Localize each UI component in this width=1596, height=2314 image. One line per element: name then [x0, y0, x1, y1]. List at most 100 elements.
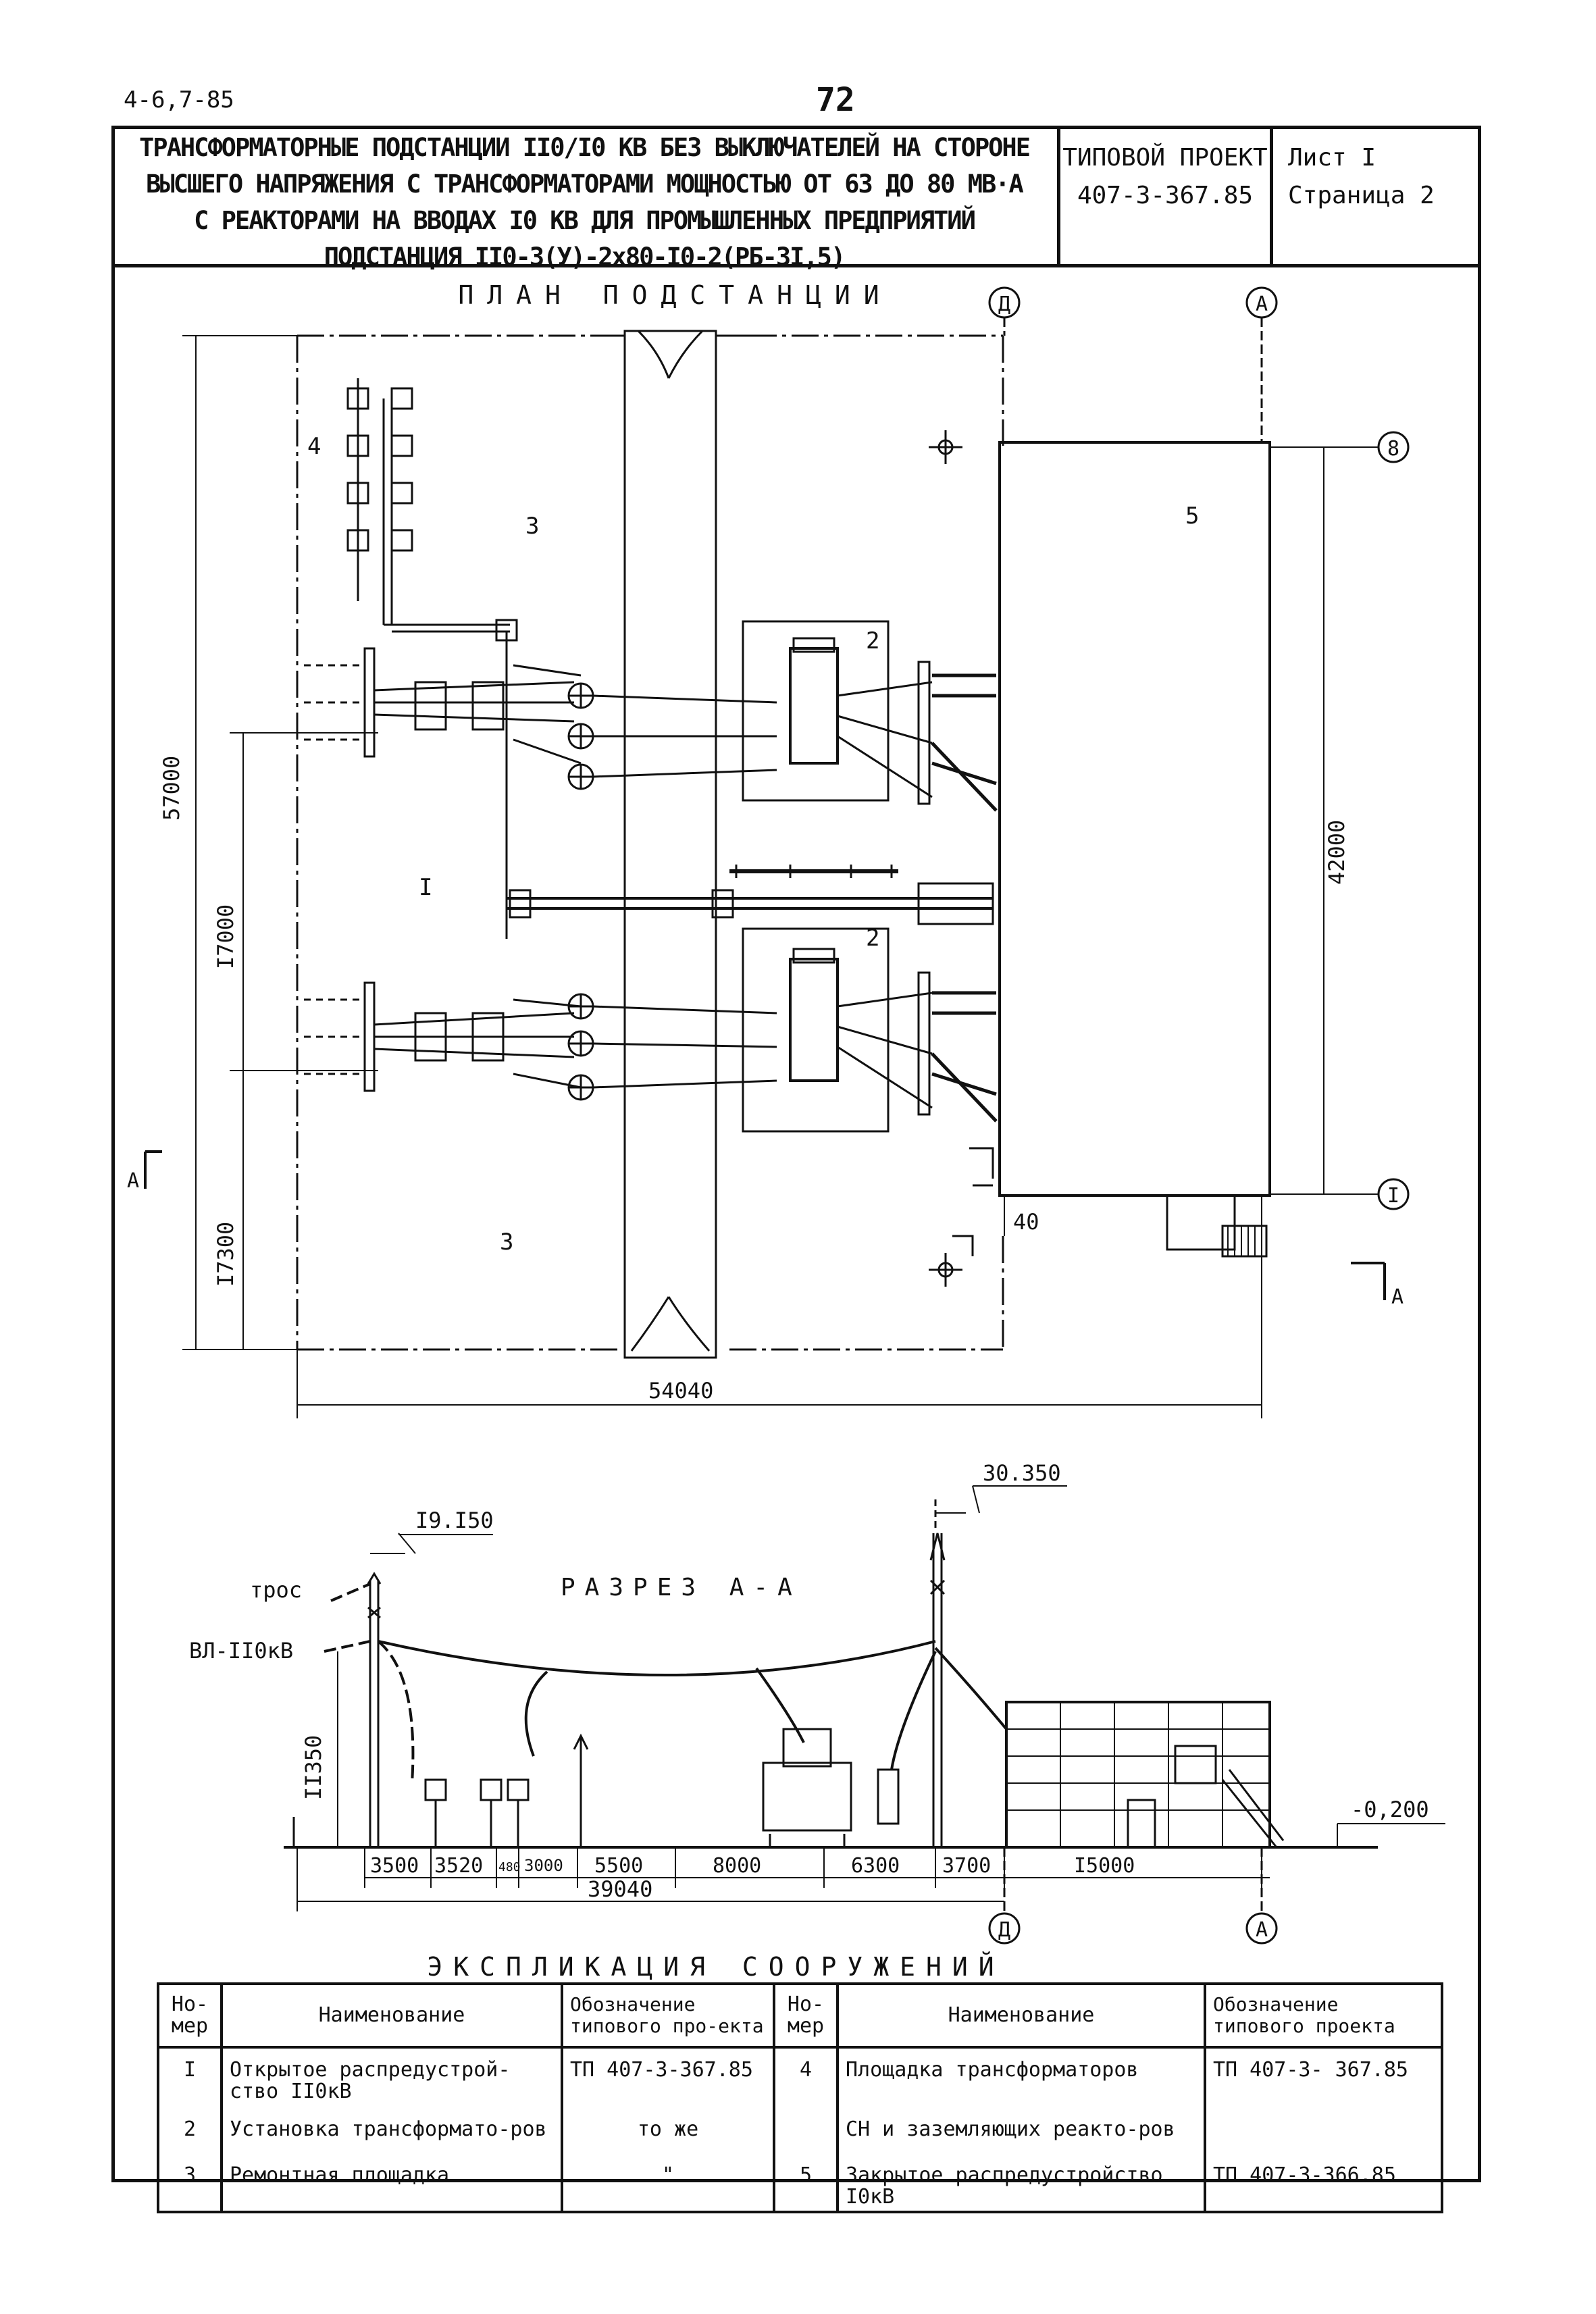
- span-5500: 5500: [594, 1854, 643, 1878]
- axis-D-section: Д: [998, 1918, 1010, 1942]
- row-project: [1204, 2116, 1443, 2162]
- axis-A-plan: А: [1256, 292, 1268, 316]
- zone-label-4: 4: [307, 433, 321, 460]
- dim-11350: II350: [301, 1735, 326, 1800]
- table-header-row: Но-мер Наименование Обозначение типового…: [157, 1982, 1443, 2049]
- bay-2: [304, 948, 998, 1123]
- dim-54040: 54040: [648, 1378, 713, 1404]
- header-name: Наименование: [220, 1982, 563, 2049]
- auxiliary-transformer-equipment: [346, 378, 518, 939]
- dim-42000: 42000: [1324, 820, 1349, 885]
- plan-fence: [296, 334, 1004, 1351]
- header-number-2: Но-мер: [773, 1982, 839, 2049]
- row-project: ": [561, 2162, 775, 2213]
- header-project: Обозначение типового про-екта: [561, 1982, 775, 2049]
- row-name: Площадка трансформаторов: [836, 2047, 1206, 2116]
- axis-A-section: А: [1256, 1918, 1268, 1942]
- span-15000: I5000: [1074, 1854, 1135, 1878]
- road: [608, 330, 750, 1359]
- span-8000: 8000: [713, 1854, 761, 1878]
- title-block: ТРАНСФОРМАТОРНЫЕ ПОДСТАНЦИИ II0/I0 КВ БЕ…: [111, 126, 1481, 272]
- title-text: ТРАНСФОРМАТОРНЫЕ ПОДСТАНЦИИ II0/I0 КВ БЕ…: [111, 130, 1057, 276]
- section-equipment: [292, 1728, 900, 1847]
- section-title: РАЗРЕЗ А-А: [561, 1574, 802, 1601]
- row-project: то же: [561, 2116, 775, 2162]
- axis-1-plan: I: [1387, 1184, 1399, 1208]
- elevation-19150: I9.I50: [415, 1508, 494, 1533]
- page-number: 72: [816, 81, 855, 119]
- label-vl110: ВЛ-II0кВ: [189, 1638, 293, 1664]
- plan-markers: [929, 430, 994, 1287]
- row-name: Ремонтная площадка: [220, 2162, 563, 2213]
- row-number: 4: [773, 2047, 839, 2116]
- plan-title: ПЛАН ПОДСТАНЦИИ: [458, 280, 892, 310]
- header-number: Но-мер: [157, 1982, 223, 2049]
- sheet-page: Страница 2: [1288, 182, 1435, 209]
- overhead-wires: [324, 1583, 1008, 1784]
- zone-label-5: 5: [1185, 503, 1199, 530]
- label-tros: трос: [250, 1577, 302, 1603]
- explication-table: Но-мер Наименование Обозначение типового…: [157, 1982, 1443, 2213]
- row-name: Установка трансформато-ров: [220, 2116, 563, 2162]
- zone-label-2a: 2: [866, 627, 879, 654]
- project-cell: ТИПОВОЙ ПРОЕКТ 407-3-367.85: [1057, 126, 1273, 264]
- row-number: 3: [157, 2162, 223, 2213]
- building-stairs: [1221, 1225, 1268, 1258]
- project-number: 407-3-367.85: [1077, 182, 1254, 209]
- span-3700: 3700: [942, 1854, 991, 1878]
- project-label: ТИПОВОЙ ПРОЕКТ: [1062, 144, 1268, 172]
- table-row: 3 Ремонтная площадка " 5 Закрытое распре…: [157, 2162, 1443, 2213]
- zone-label-3b: 3: [500, 1229, 513, 1256]
- switchgear-building-outline: [998, 441, 1271, 1197]
- title-line-3: С РЕАКТОРАМИ НА ВВОДАХ I0 КВ ДЛЯ ПРОМЫШЛ…: [194, 206, 976, 235]
- zone-label-1: I: [419, 874, 432, 901]
- section-mark-right: А: [1391, 1285, 1404, 1309]
- document-code: 4-6,7-85: [124, 86, 234, 113]
- row-project: ТП 407-3- 367.85: [1204, 2047, 1443, 2116]
- row-number: 2: [157, 2116, 223, 2162]
- explication-title: ЭКСПЛИКАЦИЯ СООРУЖЕНИЙ: [427, 1952, 1004, 1982]
- building-porch: [1166, 1194, 1236, 1251]
- dim-40: 40: [1013, 1209, 1039, 1235]
- axis-8-plan: 8: [1387, 437, 1399, 461]
- row-project: ТП 407-3-366.85: [1204, 2162, 1443, 2213]
- elevation-minus0200: -0,200: [1351, 1797, 1429, 1822]
- bay-1: [304, 637, 998, 812]
- section-mark-left: А: [127, 1169, 139, 1193]
- dim-17300: I7300: [213, 1222, 238, 1287]
- span-total-39040: 39040: [588, 1876, 652, 1902]
- section-building: [1005, 1701, 1285, 1849]
- row-number: I: [157, 2047, 223, 2116]
- dim-57000: 57000: [159, 756, 184, 821]
- row-name: Закрытое распредустройство I0кВ: [836, 2162, 1206, 2213]
- title-line-2: ВЫСШЕГО НАПРЯЖЕНИЯ С ТРАНСФОРМАТОРАМИ МО…: [146, 170, 1024, 199]
- title-line-1: ТРАНСФОРМАТОРНЫЕ ПОДСТАНЦИИ II0/I0 КВ БЕ…: [139, 133, 1031, 162]
- zone-label-3a: 3: [525, 513, 539, 540]
- zone-label-2b: 2: [866, 925, 879, 952]
- span-3520: 3520: [434, 1854, 483, 1878]
- plan-dimension-lines: [182, 335, 1378, 1418]
- row-name: Открытое распредустрой-ство II0кВ: [220, 2047, 563, 2116]
- table-row: I Открытое распредустрой-ство II0кВ ТП 4…: [157, 2047, 1443, 2116]
- plan-axis-bubbles: [988, 286, 1410, 1210]
- dim-17000: I7000: [213, 904, 238, 969]
- header-project-2: Обозначение типового проекта: [1204, 1982, 1443, 2049]
- span-3500: 3500: [370, 1854, 419, 1878]
- row-project: ТП 407-3-367.85: [561, 2047, 775, 2116]
- title-line-4: ПОДСТАНЦИЯ II0-3(У)-2x80-I0-2(РБ-3I,5): [324, 242, 846, 272]
- axis-D-plan: Д: [998, 292, 1010, 316]
- transformer-platform-2: [742, 927, 890, 1133]
- span-6300: 6300: [851, 1854, 900, 1878]
- transformer-platform-1: [742, 620, 890, 802]
- span-3000: 3000: [524, 1856, 563, 1875]
- section-axis-bubbles: [988, 1847, 1278, 1945]
- section-portals: [367, 1499, 946, 1847]
- sheet-number: Лист I: [1288, 144, 1376, 172]
- header-name-2: Наименование: [836, 1982, 1206, 2049]
- row-number: [773, 2116, 839, 2162]
- sheet-cell: Лист I Страница 2: [1288, 126, 1477, 215]
- span-480: 480: [498, 1860, 521, 1874]
- elevation-marks: [370, 1485, 1445, 1847]
- row-name: СН и заземляющих реакто-ров: [836, 2116, 1206, 2162]
